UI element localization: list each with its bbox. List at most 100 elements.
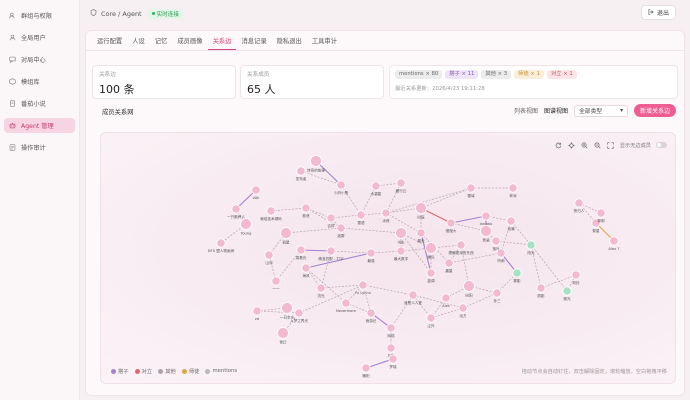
member-node[interactable]: zd (252, 306, 262, 321)
relation-edge[interactable] (268, 232, 287, 256)
relation-edge[interactable] (400, 232, 432, 274)
member-node[interactable]: 晨星 (444, 258, 454, 273)
member-node-circle[interactable] (216, 238, 226, 248)
member-node[interactable]: 听雨 (496, 248, 506, 263)
member-node-circle[interactable] (326, 246, 336, 256)
member-node-circle[interactable] (481, 211, 491, 221)
member-node[interactable]: 雨游记 (366, 308, 377, 323)
relation-edge[interactable] (510, 220, 532, 246)
relation-edge[interactable] (305, 252, 372, 269)
member-node[interactable]: 腾讯 (425, 242, 437, 260)
member-node[interactable]: 乘着光 (296, 245, 307, 260)
member-node-circle[interactable] (240, 218, 252, 230)
member-node[interactable]: 我是人人爱 (404, 290, 422, 305)
member-node-circle[interactable] (381, 208, 391, 218)
member-node[interactable]: 远方 (458, 303, 468, 318)
member-node-circle[interactable] (491, 236, 501, 246)
sidebar-item-global-users[interactable]: 全局用户 (4, 30, 75, 45)
relation-edge[interactable] (330, 214, 362, 219)
member-node-circle[interactable] (336, 180, 346, 190)
member-node-circle[interactable] (266, 206, 276, 216)
add-edge-button[interactable]: 新增关系边 (633, 104, 676, 117)
member-node-circle[interactable] (512, 268, 522, 278)
relation-edge[interactable] (285, 227, 342, 234)
member-node[interactable]: 吉祥 (326, 213, 336, 228)
zoom-in-icon[interactable] (581, 141, 589, 149)
member-node-circle[interactable] (386, 323, 396, 333)
member-node-circle[interactable] (386, 343, 396, 353)
relation-edge[interactable] (300, 249, 332, 252)
member-node[interactable]: 侍吾的故事 (307, 155, 325, 173)
member-node[interactable]: 冰夜 (381, 208, 391, 223)
relation-edge[interactable] (340, 227, 402, 234)
member-node[interactable]: 丽影 (536, 283, 546, 298)
member-node[interactable]: 落叶 (491, 236, 501, 251)
relation-edge[interactable] (298, 284, 364, 314)
member-node[interactable]: 尘外 (426, 313, 436, 328)
member-node-circle[interactable] (396, 246, 406, 256)
member-node-circle[interactable] (426, 268, 436, 278)
member-node[interactable]: Fu Lynnx (355, 280, 372, 295)
member-node-circle[interactable] (466, 183, 476, 193)
member-node[interactable]: 藏行云 (396, 178, 407, 193)
member-node-circle[interactable] (301, 263, 311, 273)
member-node[interactable]: 理解更深的东西 (448, 240, 474, 255)
relation-edge[interactable] (385, 187, 472, 214)
relation-edge[interactable] (530, 244, 568, 292)
tab-messages[interactable]: 消息记录 (241, 38, 267, 45)
relation-edge[interactable] (370, 250, 402, 254)
relation-edge[interactable] (450, 215, 487, 224)
member-node-circle[interactable] (366, 308, 376, 318)
member-node[interactable]: 山河 (264, 250, 274, 265)
relation-edge[interactable] (448, 252, 502, 264)
member-node-circle[interactable] (591, 218, 601, 228)
member-node[interactable]: 最大数字 (394, 246, 409, 261)
member-node[interactable]: 青灯 (277, 327, 289, 345)
member-node-circle[interactable] (281, 302, 293, 314)
member-node-circle[interactable] (251, 185, 261, 195)
member-node-circle[interactable] (231, 204, 241, 214)
member-node[interactable]: 繁星 (591, 218, 601, 233)
member-node[interactable]: 浩瀚 (506, 216, 516, 231)
member-node[interactable]: 精准匹配 - 打字 (318, 246, 344, 261)
member-node-circle[interactable] (408, 290, 418, 300)
refresh-icon[interactable] (555, 141, 563, 149)
member-node-circle[interactable] (506, 216, 516, 226)
member-node[interactable]: 雪域 (466, 183, 476, 198)
member-node[interactable]: 林深 (508, 183, 518, 198)
member-node[interactable]: 少府小黑 (334, 180, 349, 195)
member-node-circle[interactable] (526, 240, 536, 250)
member-node[interactable]: Young (240, 218, 252, 236)
member-node-circle[interactable] (458, 303, 468, 313)
member-node-circle[interactable] (271, 276, 281, 286)
member-node[interactable]: 暖阳 (361, 363, 371, 378)
member-node[interactable]: 阳光 (526, 240, 536, 255)
member-node-circle[interactable] (341, 298, 351, 308)
relation-edge[interactable] (305, 207, 342, 229)
relation-edge[interactable] (462, 292, 498, 309)
member-node[interactable]: 慈悲 (301, 203, 311, 218)
member-node[interactable]: 流光 (316, 283, 326, 298)
relation-edge[interactable] (450, 222, 487, 232)
relation-edge[interactable] (320, 250, 332, 289)
member-node-circle[interactable] (496, 248, 506, 258)
tab-member-profile[interactable]: 成员画像 (177, 38, 203, 45)
member-node[interactable]: sDk (251, 185, 261, 200)
member-node-circle[interactable] (277, 327, 289, 339)
member-node-circle[interactable] (280, 227, 292, 239)
member-node-circle[interactable] (415, 202, 427, 214)
member-node[interactable]: 发布者 (296, 166, 307, 181)
relation-edge[interactable] (496, 272, 518, 294)
sidebar-item-agent[interactable]: Agent 管理 (4, 118, 75, 133)
zoom-out-icon[interactable] (594, 141, 602, 149)
member-node-circle[interactable] (456, 240, 466, 250)
member-node[interactable]: DFX 盟人物画师 (208, 238, 235, 253)
relation-edge[interactable] (300, 170, 342, 186)
member-node-circle[interactable] (574, 198, 584, 208)
member-node-circle[interactable] (426, 313, 436, 323)
graph-view-button[interactable]: 图谱视图 (543, 108, 568, 115)
member-node[interactable]: 青瓷 (480, 225, 492, 243)
member-node[interactable]: lanzalo (480, 211, 493, 226)
relation-edge[interactable] (530, 244, 542, 289)
member-node[interactable]: 梦境 (388, 354, 398, 369)
